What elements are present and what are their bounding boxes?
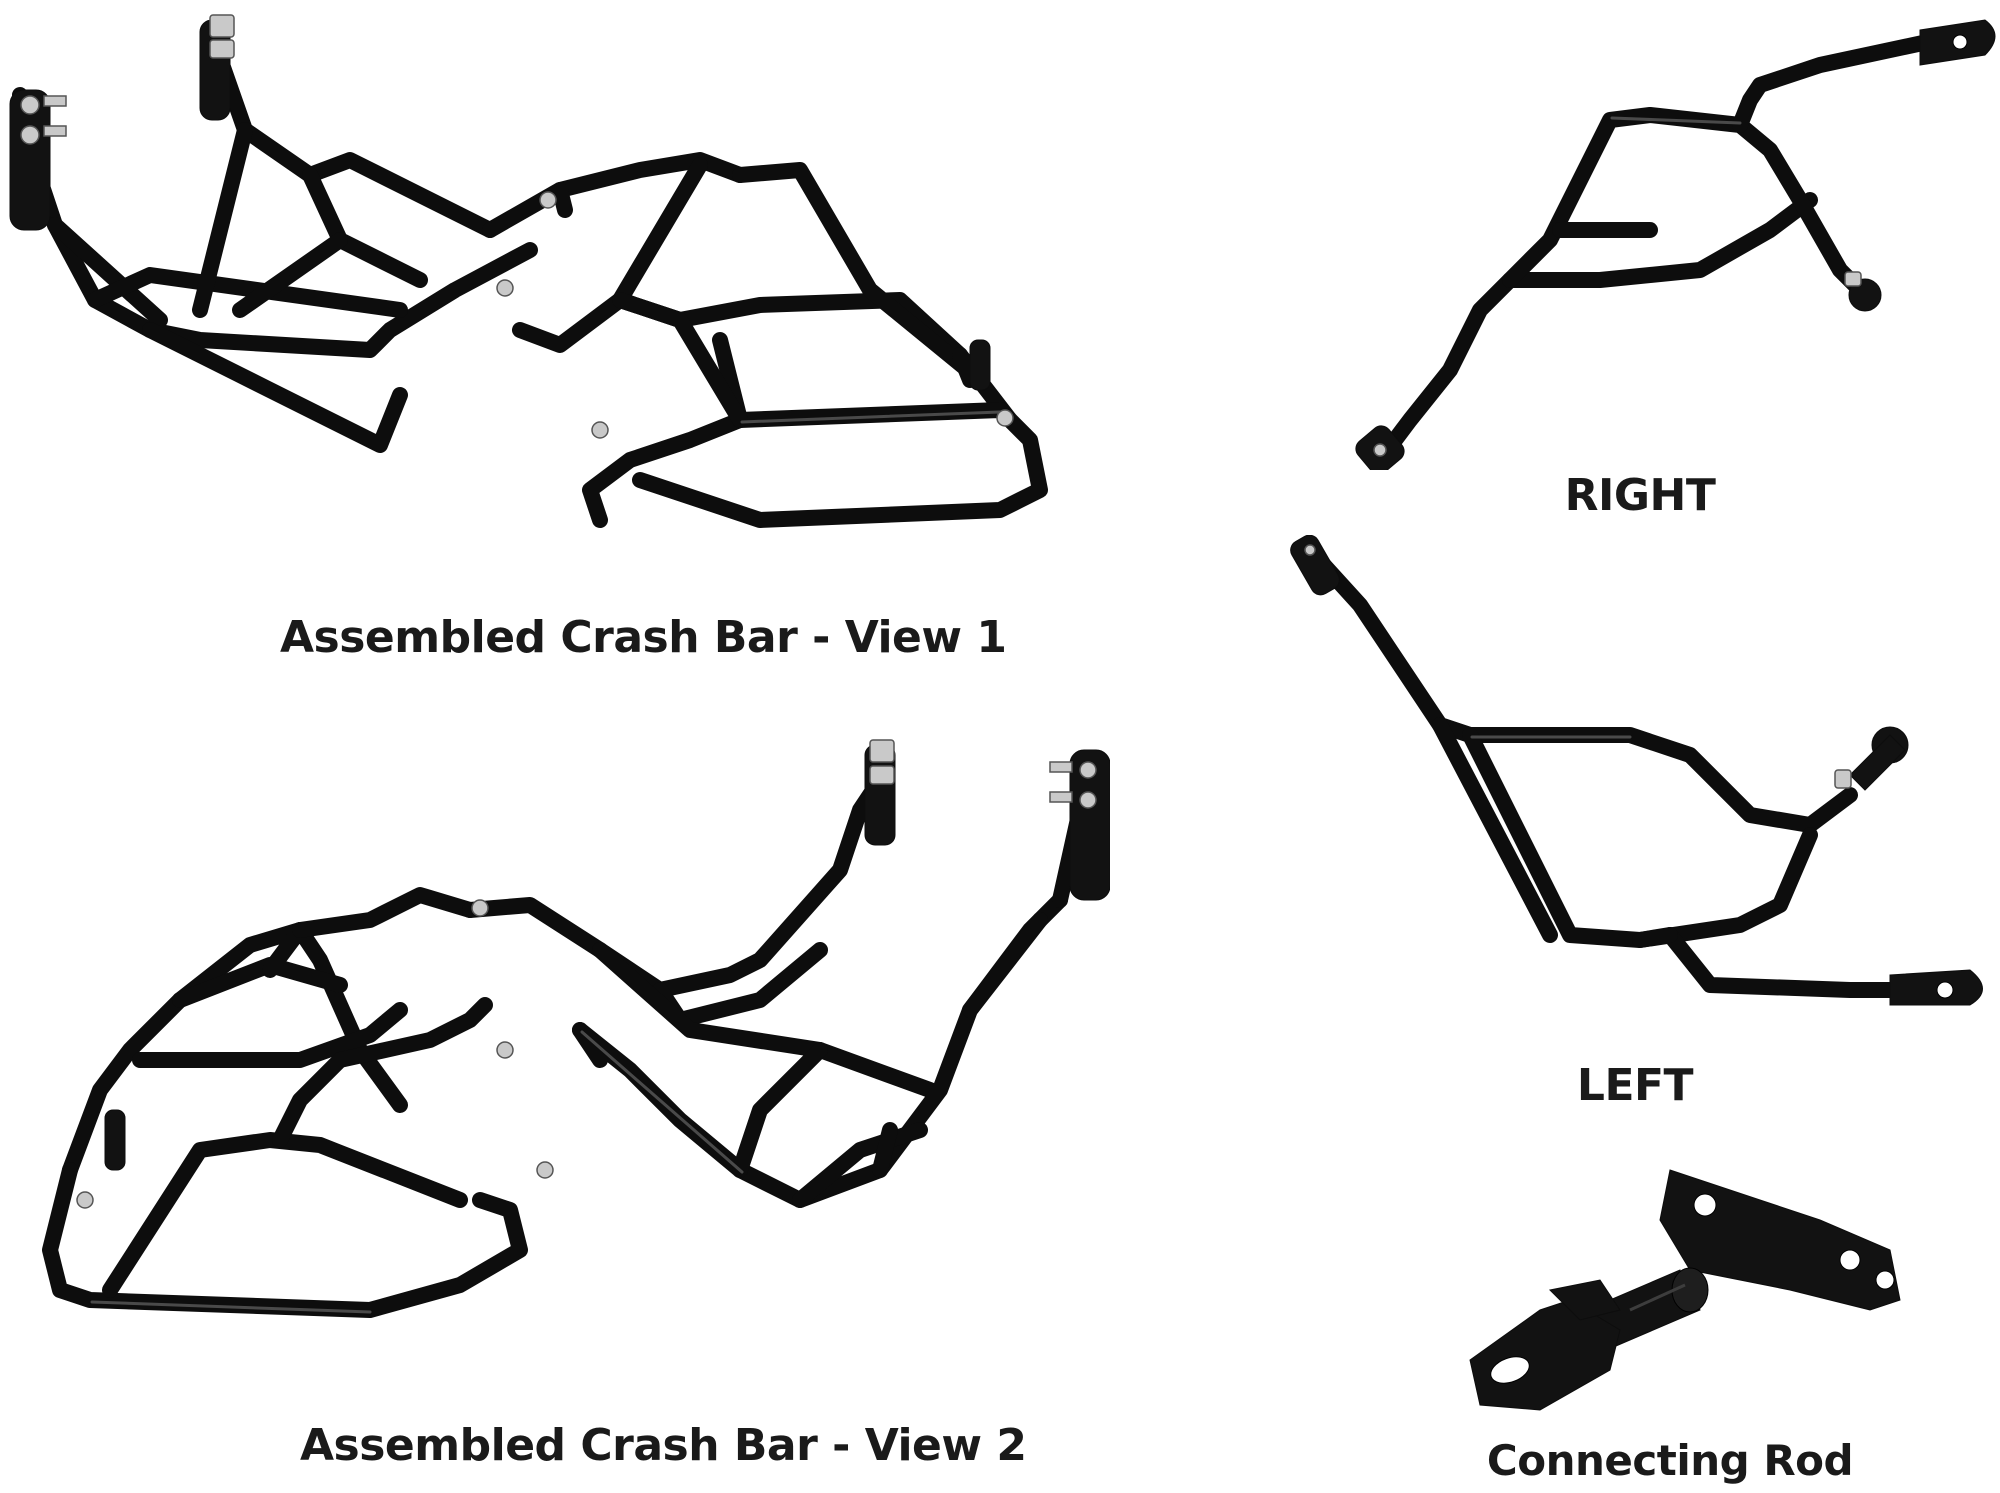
right-bar-image: [1320, 10, 2000, 470]
caption-right: RIGHT: [1564, 470, 1716, 521]
left-bar-drawing: [1290, 535, 1983, 1006]
crash-bar-view2-drawing: [42, 739, 1110, 1318]
right-bar-drawing: [1355, 19, 1996, 470]
connecting-rod-drawing: [1469, 1169, 1901, 1411]
connecting-rod-image: [1430, 1160, 1910, 1420]
caption-view1: Assembled Crash Bar - View 1: [280, 612, 1007, 663]
crash-bar-view1-drawing: [9, 14, 1048, 528]
caption-view2: Assembled Crash Bar - View 2: [300, 1420, 1027, 1471]
crash-bar-view1-image: [0, 0, 1060, 560]
left-bar-image: [1290, 535, 2000, 1015]
crash-bar-view2-image: [40, 730, 1110, 1350]
caption-left: LEFT: [1576, 1060, 1694, 1111]
caption-connecting-rod: Connecting Rod: [1486, 1436, 1854, 1485]
